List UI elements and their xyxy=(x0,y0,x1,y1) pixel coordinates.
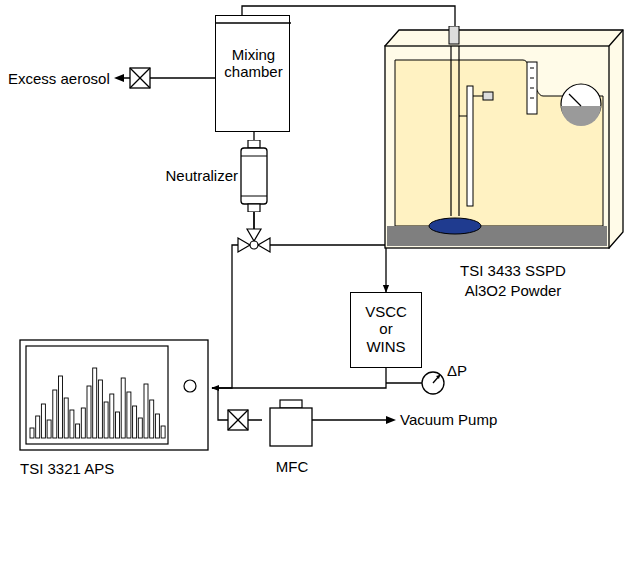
powder-disperser xyxy=(383,26,625,250)
node-label: VSCC or WINS xyxy=(361,303,411,355)
three-way-valve xyxy=(238,229,270,252)
particle-sizer: TSI 3321 APS xyxy=(18,338,212,482)
pressure-label: ΔP xyxy=(447,362,467,379)
arrow-head xyxy=(386,416,396,424)
pressure-gauge xyxy=(386,372,444,394)
node-label: Al3O2 Powder xyxy=(413,282,613,299)
node-label: Neutralizer xyxy=(150,167,238,184)
neutralizer: Neutralizer xyxy=(150,140,270,212)
valve-symbol xyxy=(228,410,248,430)
mixing-chamber: Mixing chamber xyxy=(215,15,290,132)
vacuum-line xyxy=(312,419,388,420)
pump-label: Vacuum Pump xyxy=(400,411,497,428)
flow-controller xyxy=(262,398,322,448)
flow-line xyxy=(254,212,386,292)
impactor-box: VSCC or WINS xyxy=(350,292,422,368)
mass-flow-controller: MFC xyxy=(262,398,322,480)
node-label: Mixing chamber xyxy=(218,46,289,81)
outlet-label: Excess aerosol xyxy=(8,70,110,87)
node-label: MFC xyxy=(262,458,322,475)
flow-line xyxy=(212,368,386,388)
arrow-head xyxy=(114,74,124,82)
flow-line xyxy=(253,132,254,140)
flow-line xyxy=(212,212,254,388)
node-label: TSI 3433 SSPD xyxy=(413,262,613,279)
powder-disperser: TSI 3433 SSPD Al3O2 Powder xyxy=(383,26,625,302)
valve-symbol xyxy=(130,68,150,88)
node-label: TSI 3321 APS xyxy=(20,460,200,477)
particle-sizer xyxy=(18,338,212,452)
